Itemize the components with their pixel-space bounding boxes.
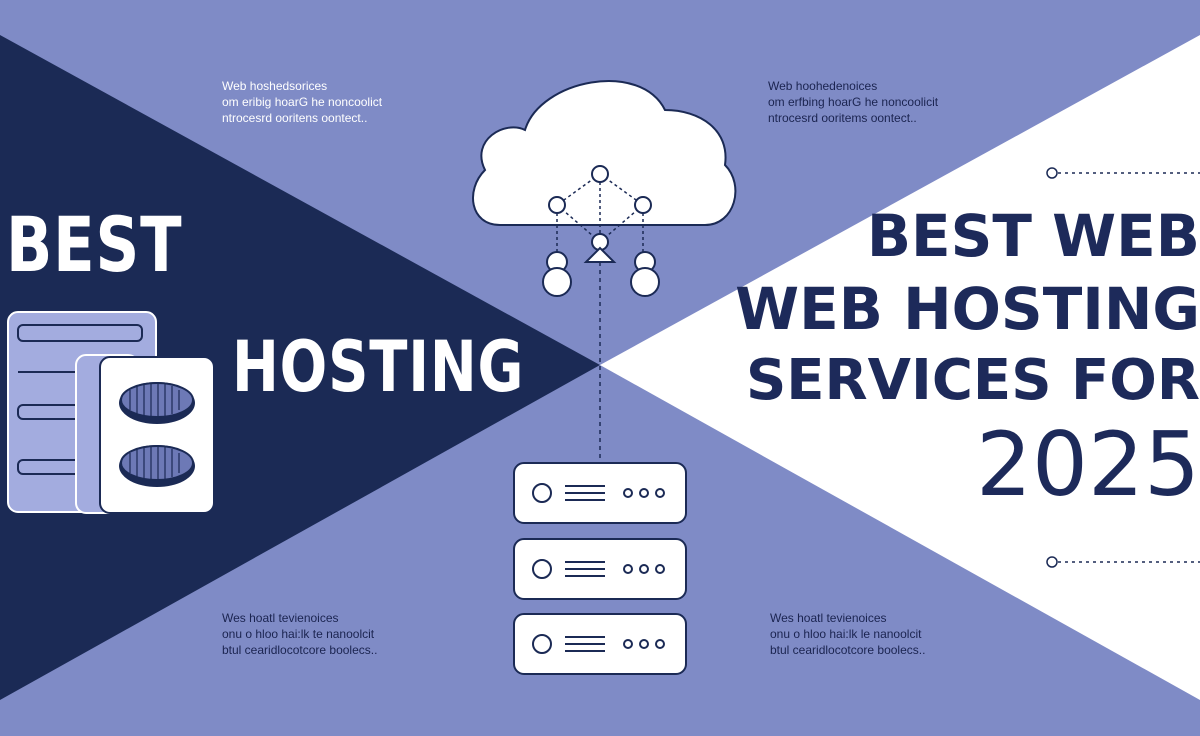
blurb-top-left: Web hoshedsorices om eribig hoarG he non… — [222, 79, 383, 125]
bottom-dotted-line — [1046, 556, 1200, 568]
server-unit — [513, 613, 687, 675]
top-dotted-line — [1046, 167, 1200, 179]
white-triangle — [600, 35, 1200, 700]
user-icon — [542, 251, 572, 297]
server-unit — [513, 462, 687, 524]
blurb-top-right: Web hoohedenoices om erfbing hoarG he no… — [768, 79, 939, 125]
server-stack-icon — [513, 462, 687, 675]
blurb-bottom-right: Wes hoatl tevienoices onu o hloo hai:lk … — [770, 611, 926, 657]
blurb-bottom-left: Wes hoatl tevienoices onu o hloo hai:lk … — [222, 611, 378, 657]
server-unit — [513, 538, 687, 600]
left-title-best: BEST — [6, 200, 183, 289]
cloud-network-icon — [472, 80, 737, 263]
right-title-year: 2025 — [976, 413, 1200, 516]
right-title-line3: SERVICES FOR — [745, 348, 1200, 413]
left-title-hosting: HOSTING — [232, 326, 525, 408]
server-rack-icon — [7, 311, 215, 514]
right-title-line1: BEST WEB — [866, 202, 1200, 270]
user-icon — [630, 251, 660, 297]
right-title-line2: WEB HOSTING — [735, 275, 1200, 343]
navy-triangle — [0, 35, 600, 700]
